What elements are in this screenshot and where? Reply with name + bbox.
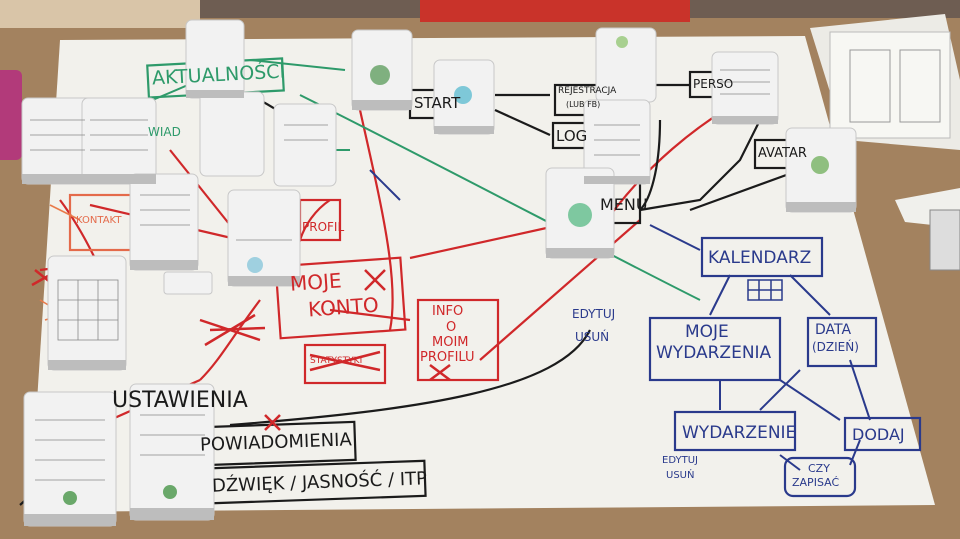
label-personalizacja: PERSO: [693, 77, 734, 91]
phone-content-lines: [30, 69, 770, 481]
label-info-3: MOIM: [432, 335, 469, 350]
label-info-4: PROFILU: [420, 350, 475, 365]
label-menu: MENU: [600, 195, 648, 214]
label-wiad: WIAD: [148, 125, 181, 139]
label-moje-konto-2: KONTO: [307, 292, 380, 322]
label-kalendarz: KALENDARZ: [708, 248, 812, 268]
label-rejestracja-sub: (LUB FB): [566, 100, 601, 109]
label-ustawienia: USTAWIENIA: [112, 388, 248, 413]
label-kontakt: KONTAKT: [76, 215, 122, 226]
blue-flow-lines: [369, 169, 871, 471]
label-edytuj-2: EDYTUJ: [662, 455, 698, 466]
label-statystyki: STATYSTYKI: [310, 356, 363, 366]
red-chair: [420, 0, 690, 22]
avatar-drawings: [63, 36, 829, 505]
label-logowanie: LOG: [556, 127, 588, 145]
label-moje-konto-1: MOJE: [289, 268, 343, 296]
label-edytuj-1: EDYTUJ: [572, 307, 616, 321]
phone-nav-bars: [22, 90, 856, 526]
label-info-1: INFO: [432, 304, 464, 319]
label-zapisac: ZAPISAĆ: [792, 476, 840, 489]
label-moje-wydarzenia-2: WYDARZENIA: [656, 343, 772, 363]
label-moje-wydarzenia-1: MOJE: [685, 322, 729, 342]
label-czy: CZY: [808, 462, 830, 475]
label-data: DATA: [815, 322, 852, 338]
label-dzien: (DZIEŃ): [812, 340, 859, 354]
label-avatar: AVATAR: [758, 146, 807, 161]
label-profil: PROFIL: [302, 220, 345, 234]
label-wydarzenie: WYDARZENIE: [682, 423, 797, 443]
phone-mockups: [21, 19, 857, 527]
label-dodaj: DODAJ: [852, 425, 905, 444]
label-usun-1: USUŃ: [575, 330, 610, 344]
label-start: START: [414, 94, 461, 112]
label-info-2: O: [446, 320, 457, 335]
label-usun-2: USUŃ: [666, 470, 695, 481]
calendar-grid-icon: [747, 279, 783, 301]
pink-phone: [0, 70, 22, 160]
label-rejestracja: REJESTRACJA: [558, 86, 617, 96]
